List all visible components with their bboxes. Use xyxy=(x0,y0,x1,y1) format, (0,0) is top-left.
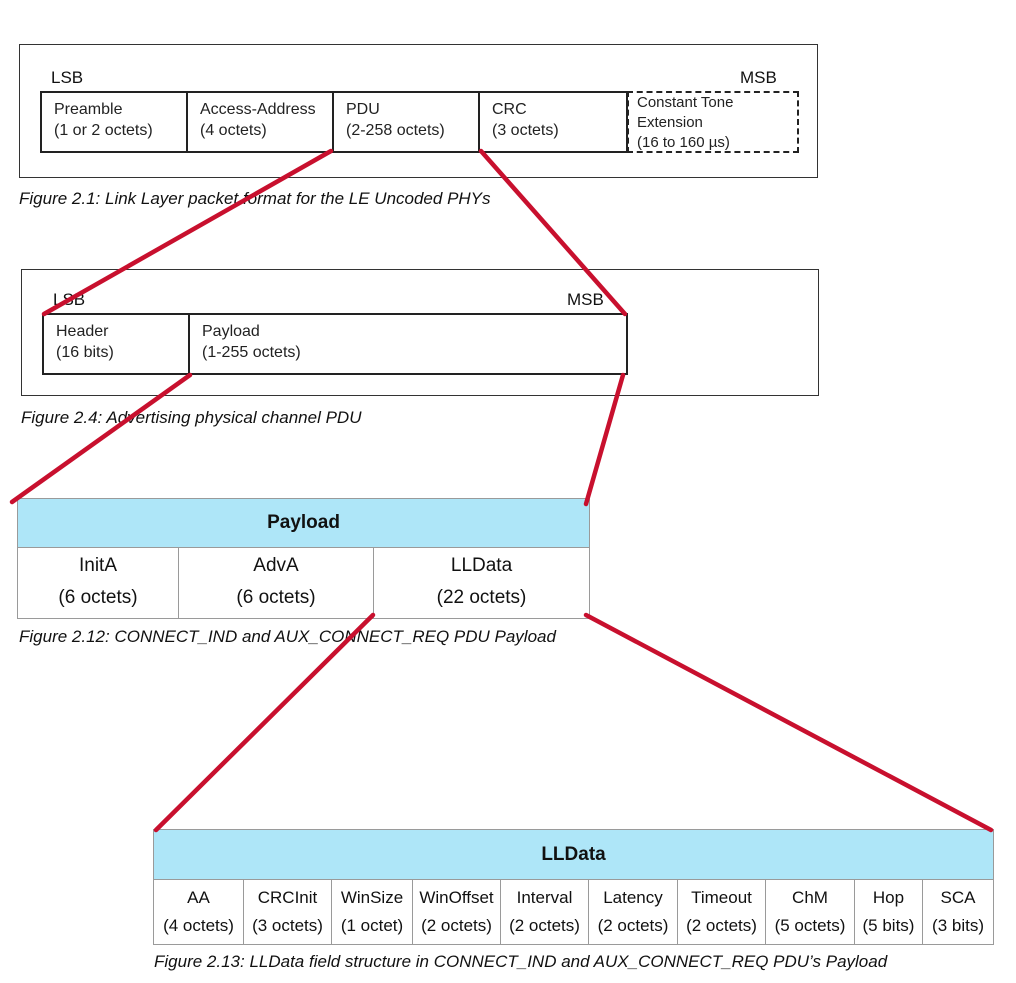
field-size: (1-255 octets) xyxy=(202,344,301,361)
fig1-field-pdu: PDU (2-258 octets) xyxy=(332,91,480,153)
lldata-table: LLData AA (4 octets) CRCInit (3 octets) Wi… xyxy=(152,829,995,945)
field-size: (16 to 160 µs) xyxy=(637,134,730,151)
cell-name: InitA xyxy=(78,555,118,576)
fig2-frame xyxy=(21,269,819,396)
cell-size: (4 octets) xyxy=(163,916,234,935)
zoom-line-lldata-right xyxy=(583,612,994,833)
field-name: CRC xyxy=(492,101,527,118)
cell-name: SCA xyxy=(940,888,976,907)
cell-size: (2 octets) xyxy=(597,916,669,935)
field-name: PDU xyxy=(346,101,380,118)
field-name: Access-Address xyxy=(200,101,316,118)
field-name: Payload xyxy=(202,323,260,340)
cell-name: WinOffset xyxy=(419,888,494,907)
lldata-cell-aa: AA (4 octets) xyxy=(153,879,244,945)
payload-cell-adva: AdvA (6 octets) xyxy=(178,547,374,619)
fig2-field-header: Header (16 bits) xyxy=(42,313,190,375)
cell-name: CRCInit xyxy=(257,888,318,907)
payload-table: Payload InitA (6 octets) AdvA (6 octets)… xyxy=(16,498,591,619)
cell-name: LLData xyxy=(450,555,513,576)
cell-name: AA xyxy=(187,888,210,907)
lldata-cell-hop: Hop (5 bits) xyxy=(854,879,923,945)
cell-size: (1 octet) xyxy=(340,916,404,935)
fig1-lsb-label: LSB xyxy=(51,68,84,87)
lldata-cell-latency: Latency (2 octets) xyxy=(588,879,678,945)
cell-name: Interval xyxy=(516,888,573,907)
field-size: (2-258 octets) xyxy=(346,122,445,139)
lldata-table-header: LLData xyxy=(152,829,995,880)
field-name: Constant Tone xyxy=(637,94,734,111)
fig2-lsb-label: LSB xyxy=(53,290,86,309)
cell-size: (22 octets) xyxy=(436,587,527,608)
zoom-line-lldata-left xyxy=(153,612,376,833)
cell-size: (2 octets) xyxy=(686,916,757,935)
cell-size: (2 octets) xyxy=(509,916,580,935)
fig4-caption: Figure 2.13: LLData field structure in C… xyxy=(154,952,888,971)
field-size: (16 bits) xyxy=(56,344,114,361)
fig1-field-crc: CRC (3 octets) xyxy=(478,91,628,153)
fig1-msb-label: MSB xyxy=(740,68,777,87)
payload-cell-lldata: LLData (22 octets) xyxy=(372,547,591,619)
field-name-cont: Extension xyxy=(637,114,703,131)
field-name: Header xyxy=(56,323,109,340)
cell-name: Timeout xyxy=(691,888,752,907)
cell-size: (2 octets) xyxy=(421,916,492,935)
field-size: (4 octets) xyxy=(200,122,267,139)
fig1-field-access-address: Access-Address (4 octets) xyxy=(186,91,334,153)
fig1-caption: Figure 2.1: Link Layer packet format for… xyxy=(19,189,491,208)
payload-table-header: Payload xyxy=(16,498,591,548)
cell-size: (6 octets) xyxy=(236,587,316,608)
cell-name: AdvA xyxy=(253,555,299,576)
cell-size: (5 bits) xyxy=(862,916,915,935)
cell-size: (3 octets) xyxy=(252,916,323,935)
cell-name: ChM xyxy=(792,888,828,907)
fig1-frame xyxy=(19,44,818,178)
lldata-cell-winoffset: WinOffset (2 octets) xyxy=(412,879,501,945)
fig1-field-preamble: Preamble (1 or 2 octets) xyxy=(40,91,188,153)
cell-name: Latency xyxy=(603,888,663,907)
fig1-field-cte: Constant Tone Extension (16 to 160 µs) xyxy=(627,91,799,153)
lldata-cell-chm: ChM (5 octets) xyxy=(765,879,855,945)
fig2-msb-label: MSB xyxy=(567,290,604,309)
field-name: Preamble xyxy=(54,101,123,118)
cell-name: WinSize xyxy=(340,888,404,907)
cell-size: (3 bits) xyxy=(932,916,985,935)
cell-name: Hop xyxy=(872,888,905,907)
lldata-cell-timeout: Timeout (2 octets) xyxy=(677,879,766,945)
lldata-cell-winsize: WinSize (1 octet) xyxy=(331,879,413,945)
cell-size: (5 octets) xyxy=(774,916,846,935)
lldata-cell-interval: Interval (2 octets) xyxy=(500,879,589,945)
lldata-cell-sca: SCA (3 bits) xyxy=(921,879,995,945)
lldata-cell-crcinit: CRCInit (3 octets) xyxy=(243,879,332,945)
fig2-caption: Figure 2.4: Advertising physical channel… xyxy=(21,408,362,427)
cell-size: (6 octets) xyxy=(58,587,138,608)
fig2-field-payload: Payload (1-255 octets) xyxy=(188,313,628,375)
field-size: (1 or 2 octets) xyxy=(54,122,153,139)
payload-cell-inita: InitA (6 octets) xyxy=(17,547,179,619)
fig3-caption: Figure 2.12: CONNECT_IND and AUX_CONNECT… xyxy=(19,627,556,646)
field-size: (3 octets) xyxy=(492,122,559,139)
